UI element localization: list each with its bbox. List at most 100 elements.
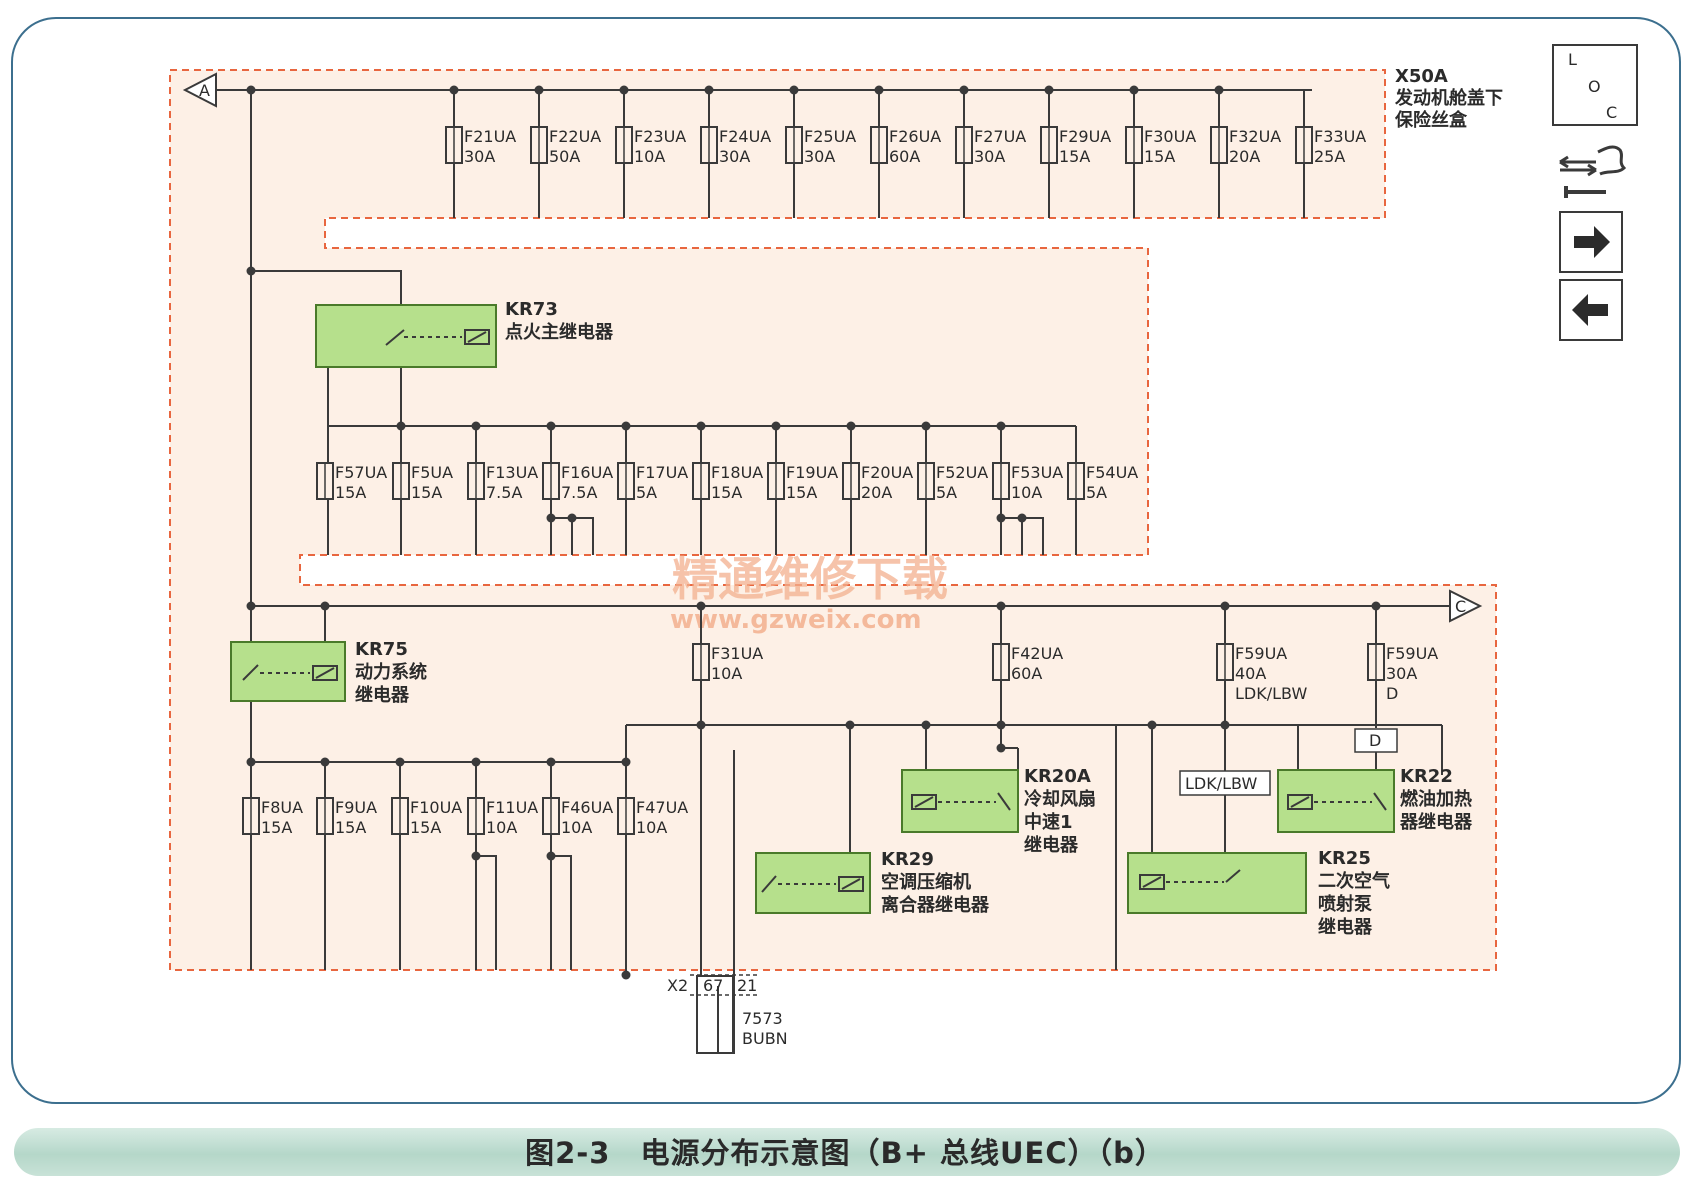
svg-text:C: C [1455, 597, 1466, 616]
row3-fuse-name: F10UA [410, 798, 462, 817]
connector-pin-21: 21 [737, 976, 757, 995]
connector-x2-id: X2 [667, 976, 688, 995]
row3-fuse-rating: 15A [261, 818, 292, 837]
relay-kr22-name-line2: 器继电器 [1399, 811, 1473, 833]
row1-fuse-rating: 50A [549, 147, 580, 166]
fusebox-zone-main [169, 69, 1497, 971]
wire-number: 7573 [742, 1009, 783, 1028]
row2-fuse-rating: 5A [1086, 483, 1107, 502]
row1-fuse-name: F27UA [974, 127, 1026, 146]
mid-fuse-rating: 60A [1011, 664, 1042, 683]
connector-pin-67: 67 [703, 976, 723, 995]
watermark-title: 精通维修下载 [672, 552, 948, 606]
row1-fuse-rating: 30A [719, 147, 750, 166]
mid-fuse-name: F59UA [1235, 644, 1287, 663]
mid-fuse-rating: 10A [711, 664, 742, 683]
relay-kr20a-name-line2: 中速1 [1024, 811, 1073, 833]
mid-fuse-name: F31UA [711, 644, 763, 663]
relay-kr20a: KR20A 冷却风扇 中速1 继电器 [901, 766, 1096, 856]
row3-fuse-rating: 10A [486, 818, 517, 837]
bus-start-connector: A [182, 72, 217, 108]
row1-fuse-rating: 20A [1229, 147, 1260, 166]
row2-fuse-name: F54UA [1086, 463, 1138, 482]
relay-kr22-name-line1: 燃油加热 [1400, 788, 1472, 810]
relay-kr73: KR73 点火主继电器 [315, 299, 614, 368]
row1-fuse-rating: 25A [1314, 147, 1345, 166]
mid-fuse-name: F42UA [1011, 644, 1063, 663]
wire-code: BUBN [742, 1029, 788, 1048]
loc-icon[interactable]: L O C [1552, 44, 1638, 126]
row2-fuse-name: F18UA [711, 463, 763, 482]
row2-fuse-name: F5UA [411, 463, 453, 482]
row2-fuse-rating: 15A [786, 483, 817, 502]
row1-fuse-name: F26UA [889, 127, 941, 146]
row2-fuse-name: F16UA [561, 463, 613, 482]
mid-fuse-note: LDK/LBW [1235, 684, 1307, 703]
relay-kr25-name-line3: 继电器 [1318, 916, 1373, 938]
option-box-ldk: LDK/LBW [1179, 770, 1271, 796]
row2-fuse-name: F53UA [1011, 463, 1063, 482]
caption-bar [14, 1128, 1680, 1176]
relay-kr20a-name-line3: 继电器 [1024, 834, 1079, 856]
svg-text:D: D [1369, 731, 1381, 750]
row1-fuse-rating: 30A [974, 147, 1005, 166]
fusebox-name-line2: 保险丝盒 [1394, 109, 1468, 131]
row2-fuse-rating: 7.5A [486, 483, 522, 502]
row1-fuse-name: F29UA [1059, 127, 1111, 146]
row2-fuse-rating: 10A [1011, 483, 1042, 502]
row2-fuse-rating: 15A [335, 483, 366, 502]
row3-fuse-rating: 10A [636, 818, 667, 837]
row3-drops [324, 725, 627, 975]
side-icons: L O C [1552, 44, 1638, 341]
row1-fuse-name: F22UA [549, 127, 601, 146]
row1-fuse-rating: 60A [889, 147, 920, 166]
relay-kr25-name-line1: 二次空气 [1318, 870, 1390, 892]
svg-text:C: C [1606, 103, 1617, 122]
row1-fuse-rating: 15A [1144, 147, 1175, 166]
relay-kr75: KR75 动力系统 继电器 [230, 639, 427, 706]
row2-fuse-name: F52UA [936, 463, 988, 482]
relay-kr25-name-line2: 喷射泵 [1318, 893, 1372, 915]
connector-x2: X2 67 21 7573 BUBN [667, 974, 788, 1054]
row1-fuse-rating: 15A [1059, 147, 1090, 166]
component-location-icon[interactable] [1559, 145, 1627, 198]
arrow-left-icon[interactable] [1559, 279, 1623, 341]
svg-text:L: L [1568, 50, 1577, 69]
bus-end-connector: C [1449, 589, 1483, 623]
relay-kr73-name: 点火主继电器 [505, 321, 614, 343]
option-box-d: D [1354, 728, 1398, 753]
row2-fuse-rating: 20A [861, 483, 892, 502]
row2-fuse-rating: 5A [636, 483, 657, 502]
row1-fuse-rating: 10A [634, 147, 665, 166]
relay-kr25-id: KR25 [1318, 848, 1371, 869]
row2-fuse-name: F57UA [335, 463, 387, 482]
row1-fuse-name: F33UA [1314, 127, 1366, 146]
row3-fuse-name: F11UA [486, 798, 538, 817]
relay-kr29-name-line2: 离合器继电器 [881, 894, 990, 916]
mid-fuse-rating: 30A [1386, 664, 1417, 683]
fusebox-id: X50A [1395, 66, 1448, 87]
relay-kr75-name-line2: 继电器 [355, 684, 410, 706]
row2-fuse-name: F17UA [636, 463, 688, 482]
arrow-right-icon[interactable] [1559, 211, 1623, 273]
relay-kr75-id: KR75 [355, 639, 408, 660]
row3-fuse-rating: 10A [561, 818, 592, 837]
